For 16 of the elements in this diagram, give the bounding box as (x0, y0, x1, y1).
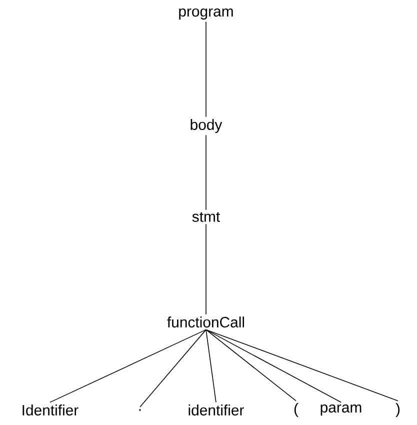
tree-node-label: ( (294, 403, 298, 417)
tree-edge (206, 329, 216, 403)
tree-node-label: stmt (192, 212, 220, 222)
tree-node-label: Identifier (22, 404, 78, 416)
tree-node-label: functionCall (167, 316, 244, 328)
tree-edge (140, 329, 206, 408)
tree-edge (50, 329, 206, 403)
tree-edge (206, 329, 342, 403)
tree-node-label: ) (396, 403, 400, 417)
tree-node-label: . (139, 409, 141, 411)
tree-node-label: body (190, 119, 222, 133)
tree-edge (206, 329, 296, 402)
tree-node-label: param (320, 404, 362, 416)
tree-edge (206, 329, 398, 402)
tree-node-label: identifier (188, 404, 244, 416)
tree-node-label: program (179, 8, 233, 20)
